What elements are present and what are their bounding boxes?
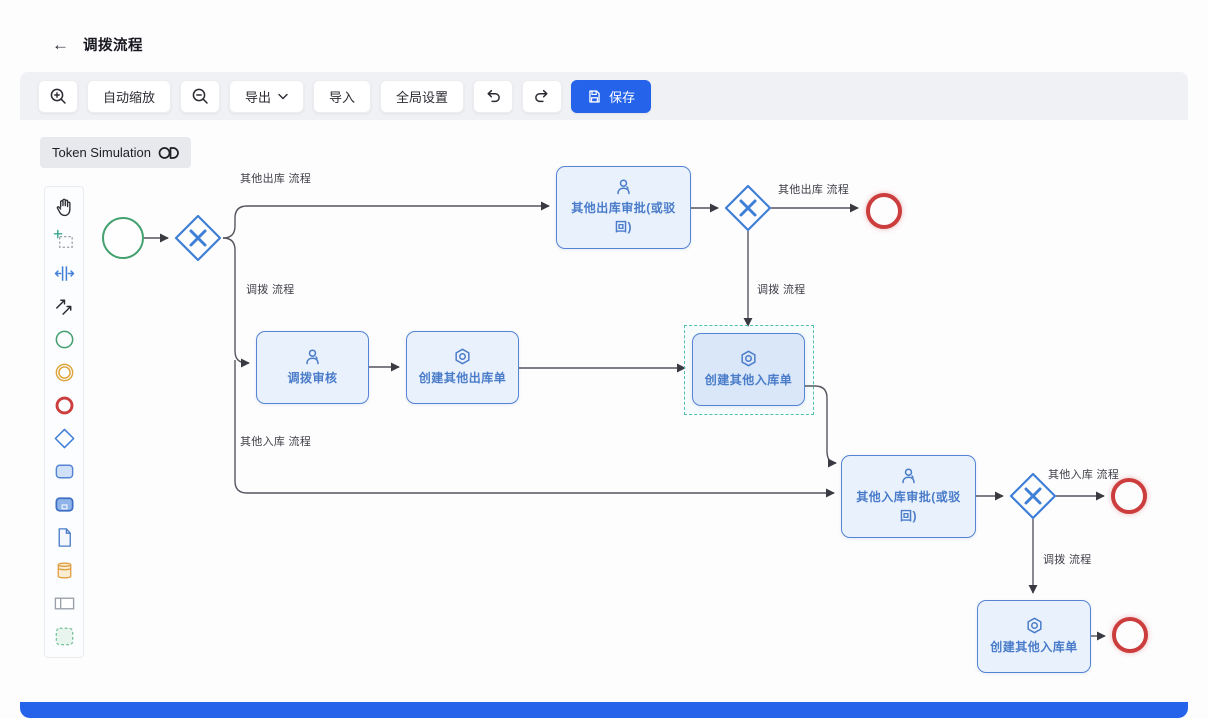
global-settings-button[interactable]: 全局设置 — [380, 79, 465, 113]
auto-zoom-label: 自动缩放 — [103, 89, 156, 105]
edge-label-gw3-transfer: 调拨 流程 — [1043, 554, 1092, 566]
task-transfer-review[interactable]: 调拨审核 — [256, 331, 369, 404]
zoom-out-icon — [192, 88, 208, 104]
hand-tool[interactable] — [47, 191, 81, 224]
call-activity-icon — [54, 497, 74, 512]
global-connect-tool[interactable] — [47, 290, 81, 323]
flow-gateway1-to-inbound-approval[interactable] — [234, 360, 835, 498]
toggle-switch-icon — [158, 146, 179, 159]
bottom-accent-bar — [20, 702, 1188, 718]
flow-gateway1-to-transfer-review[interactable] — [222, 237, 250, 368]
gateway-icon — [54, 428, 74, 449]
data-object-icon — [58, 528, 71, 547]
end-event-1[interactable] — [866, 193, 902, 229]
export-button[interactable]: 导出 — [229, 79, 305, 113]
edge-label-gw3-inbound: 其他入库 流程 — [1048, 469, 1120, 481]
space-tool-icon — [54, 266, 74, 281]
redo-icon — [535, 89, 548, 103]
lasso-tool[interactable] — [47, 224, 81, 257]
end-event-2[interactable] — [1111, 478, 1147, 514]
zoom-out-button[interactable] — [180, 79, 221, 113]
service-task-icon — [455, 348, 470, 365]
create-group[interactable] — [47, 620, 81, 653]
token-simulation-label: Token Simulation — [52, 145, 151, 160]
space-tool[interactable] — [47, 257, 81, 290]
toolbar: 自动缩放 导出 导入 全局设置 — [20, 72, 1188, 120]
create-intermediate-event[interactable] — [47, 356, 81, 389]
service-task-icon — [741, 350, 756, 367]
create-participant[interactable] — [47, 587, 81, 620]
edge-label-gw1-outbound: 其他出库 流程 — [240, 173, 312, 185]
import-label: 导入 — [329, 89, 356, 105]
start-event-icon — [55, 330, 73, 349]
exclusive-gateway-3[interactable] — [1008, 471, 1058, 521]
exclusive-gateway-1[interactable] — [173, 213, 223, 263]
gateway-x-icon — [174, 214, 222, 262]
user-task-icon — [902, 468, 915, 484]
task-label: 调拨审核 — [287, 370, 338, 385]
create-start-event[interactable] — [47, 323, 81, 356]
flow-create-inbound-to-inbound-approval[interactable] — [805, 385, 837, 468]
task-create-inbound-order-2[interactable]: 创建其他入库单 — [977, 600, 1091, 673]
global-settings-label: 全局设置 — [396, 89, 449, 105]
start-event[interactable] — [102, 217, 144, 259]
save-label: 保存 — [609, 89, 636, 105]
user-task-icon — [617, 179, 630, 195]
zoom-in-icon — [50, 88, 66, 104]
zoom-in-button[interactable] — [38, 79, 78, 113]
create-task[interactable] — [47, 455, 81, 488]
palette — [44, 186, 84, 658]
export-label: 导出 — [245, 89, 272, 105]
page-title: 调拨流程 — [83, 38, 143, 54]
chevron-down-icon — [278, 93, 288, 99]
task-label: 创建其他出库单 — [418, 371, 507, 386]
task-outbound-approval[interactable]: 其他出库审批(或驳回) — [556, 166, 691, 249]
task-icon — [55, 464, 73, 479]
user-task-icon — [306, 349, 319, 364]
end-event-icon — [55, 396, 73, 415]
task-label: 创建其他入库单 — [990, 640, 1078, 655]
auto-zoom-button[interactable]: 自动缩放 — [87, 79, 172, 113]
edge-label-gw1-inbound: 其他入库 流程 — [240, 436, 312, 448]
redo-button[interactable] — [522, 79, 563, 113]
header: ← 调拨流程 — [52, 34, 143, 55]
exclusive-gateway-2[interactable] — [723, 183, 773, 233]
task-label: 其他入库审批(或驳回) — [856, 490, 961, 523]
data-store-icon — [57, 562, 71, 579]
lasso-icon — [53, 229, 73, 248]
import-button[interactable]: 导入 — [313, 79, 372, 113]
save-button[interactable]: 保存 — [571, 79, 652, 113]
gateway-x-icon — [724, 184, 772, 232]
edge-label-gw2-outbound: 其他出库 流程 — [778, 184, 850, 196]
token-simulation-toggle[interactable]: Token Simulation — [40, 137, 191, 168]
create-exclusive-gateway[interactable] — [47, 422, 81, 455]
hand-icon — [56, 198, 71, 217]
task-label: 其他出库审批(或驳回) — [571, 201, 676, 234]
create-call-activity[interactable] — [47, 488, 81, 521]
task-inbound-approval[interactable]: 其他入库审批(或驳回) — [841, 455, 976, 538]
create-data-store[interactable] — [47, 554, 81, 587]
flow-gateway1-to-outbound-approval[interactable] — [222, 201, 550, 239]
create-end-event[interactable] — [47, 389, 81, 422]
task-create-outbound-order[interactable]: 创建其他出库单 — [406, 331, 519, 404]
connect-icon — [55, 299, 71, 315]
edge-label-gw1-transfer: 调拨 流程 — [246, 284, 295, 296]
group-icon — [55, 627, 73, 646]
task-create-inbound-order[interactable]: 创建其他入库单 — [692, 333, 805, 406]
save-icon — [589, 89, 600, 103]
undo-button[interactable] — [473, 79, 514, 113]
back-icon[interactable]: ← — [52, 35, 69, 54]
intermediate-event-icon — [55, 363, 73, 382]
service-task-icon — [1026, 617, 1042, 634]
participant-icon — [54, 597, 74, 610]
end-event-3[interactable] — [1112, 617, 1148, 653]
task-label: 创建其他入库单 — [704, 373, 793, 388]
edge-label-gw2-transfer: 调拨 流程 — [757, 284, 806, 296]
undo-icon — [487, 89, 500, 103]
create-data-object[interactable] — [47, 521, 81, 554]
gateway-x-icon — [1009, 472, 1057, 520]
